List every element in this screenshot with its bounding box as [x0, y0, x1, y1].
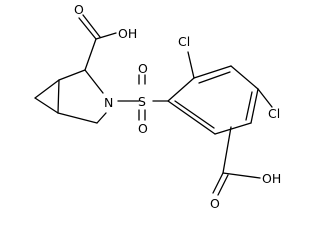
cyclopropane-ring — [34, 79, 60, 114]
sulfonyl-group — [117, 74, 169, 121]
atom-oh-top: OH — [118, 26, 137, 41]
pyrrolidine-ring — [57, 69, 107, 124]
carboxyl-group-bottom — [212, 126, 261, 196]
atom-o-sulfonyl-top: O — [138, 61, 148, 76]
benzene-ring — [167, 65, 259, 135]
atom-cl-top: Cl — [178, 34, 190, 49]
atom-o-carbonyl-bottom: O — [210, 196, 220, 211]
molecule-structure: O OH N S O O Cl Cl OH O — [34, 2, 281, 211]
carboxyl-group-top — [78, 14, 117, 71]
atom-oh-bottom: OH — [262, 171, 281, 186]
atom-cl-right: Cl — [268, 106, 280, 121]
structure-canvas: O OH N S O O Cl Cl OH O — [34, 2, 281, 211]
chloro-bonds — [187, 51, 273, 108]
atom-o-sulfonyl-bottom: O — [138, 121, 148, 136]
atom-o-carbonyl-top: O — [74, 2, 84, 17]
atom-n: N — [104, 95, 113, 110]
atom-s: S — [138, 94, 146, 109]
